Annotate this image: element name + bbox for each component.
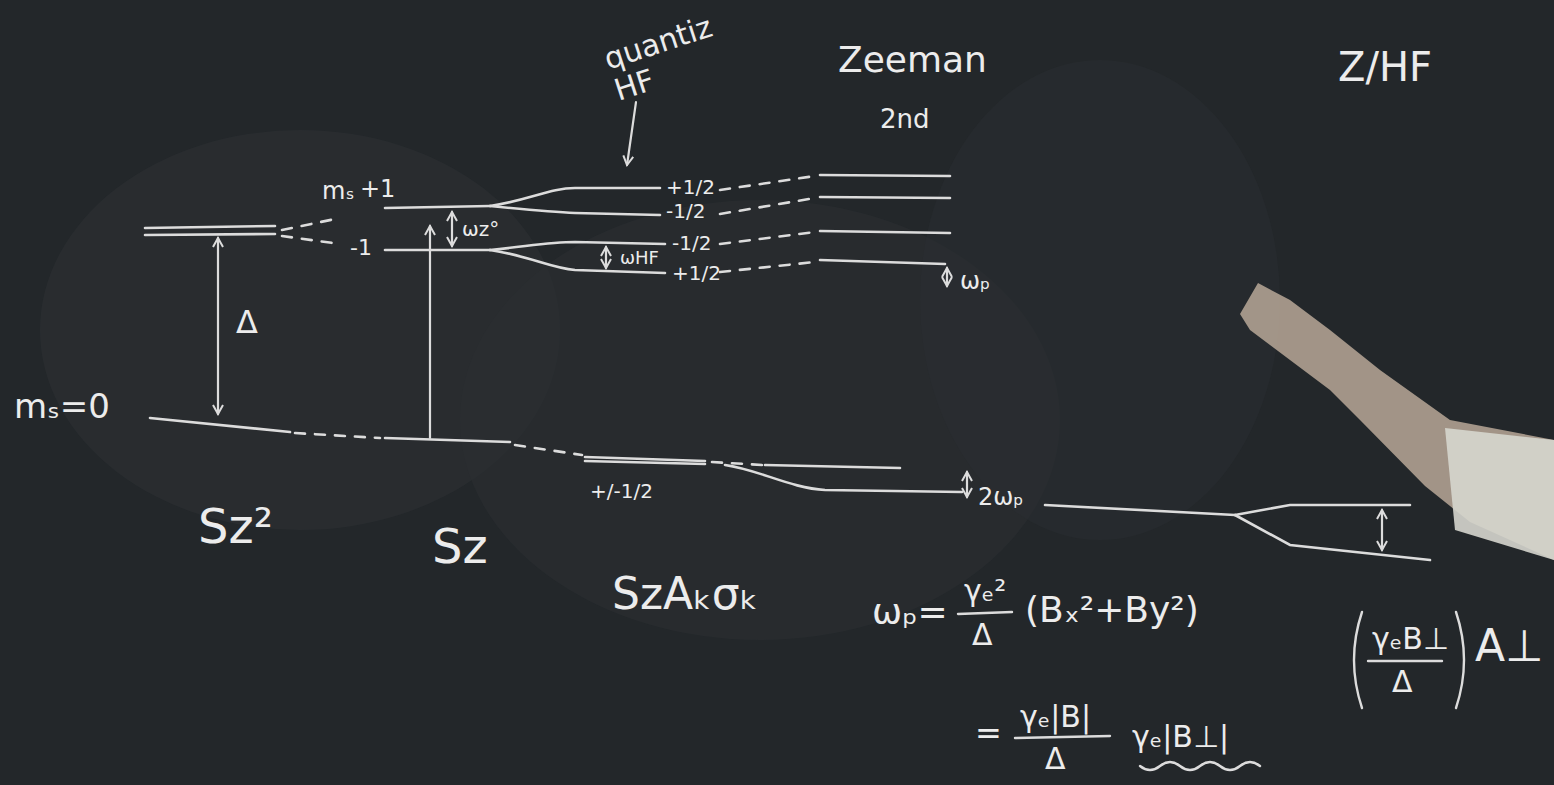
lecturer-hand [1240, 283, 1554, 560]
chalk-label: Δ [236, 305, 258, 340]
chalk-label: γₑB⊥ [1372, 622, 1449, 655]
chalk-label: -1/2 [672, 232, 711, 254]
equation-strokes [958, 612, 1464, 770]
chalk-label: -1/2 [666, 200, 705, 222]
chalk-label: mₛ [322, 178, 354, 204]
chalk-label: -1 [350, 236, 372, 260]
chalk-label: ωₚ= [872, 592, 948, 632]
chalk-label: Δ [972, 618, 993, 651]
chalk-label: SzAₖσₖ [612, 570, 758, 618]
chalk-label: 2nd [880, 105, 930, 134]
chalk-label: (Bₓ²+By²) [1025, 590, 1199, 630]
chalk-label: +/-1/2 [590, 480, 653, 502]
chalk-label: γₑ² [964, 574, 1006, 607]
chalk-label: Z/HF [1338, 45, 1432, 89]
chalk-label: ωz° [462, 218, 499, 240]
chalk-label: γₑ|B| [1020, 700, 1091, 733]
splitting-arrows [218, 102, 1382, 550]
chalk-label: mₛ=0 [14, 388, 110, 425]
chalk-label: γₑ|B⊥| [1132, 720, 1229, 753]
chalk-label: 2ωₚ [978, 484, 1024, 510]
chalk-label: quantiz HF [600, 4, 744, 107]
chalk-label: +1/2 [666, 176, 715, 198]
chalk-label: ωₚ [960, 268, 990, 294]
chalk-label: Sz [432, 520, 488, 573]
chalk-label: A⊥ [1475, 622, 1543, 670]
chalk-label: Δ [1392, 665, 1413, 698]
chalk-label: +1 [360, 176, 395, 202]
energy-levels [145, 175, 1430, 560]
chalk-label: Δ [1045, 742, 1066, 775]
chalk-label: Sz² [198, 500, 273, 553]
chalk-label: +1/2 [672, 262, 721, 284]
chalk-label: = [975, 716, 1002, 751]
chalk-smudge [920, 60, 1280, 540]
chalk-label: Zeeman [838, 40, 987, 80]
chalk-label: ωHF [620, 248, 659, 268]
